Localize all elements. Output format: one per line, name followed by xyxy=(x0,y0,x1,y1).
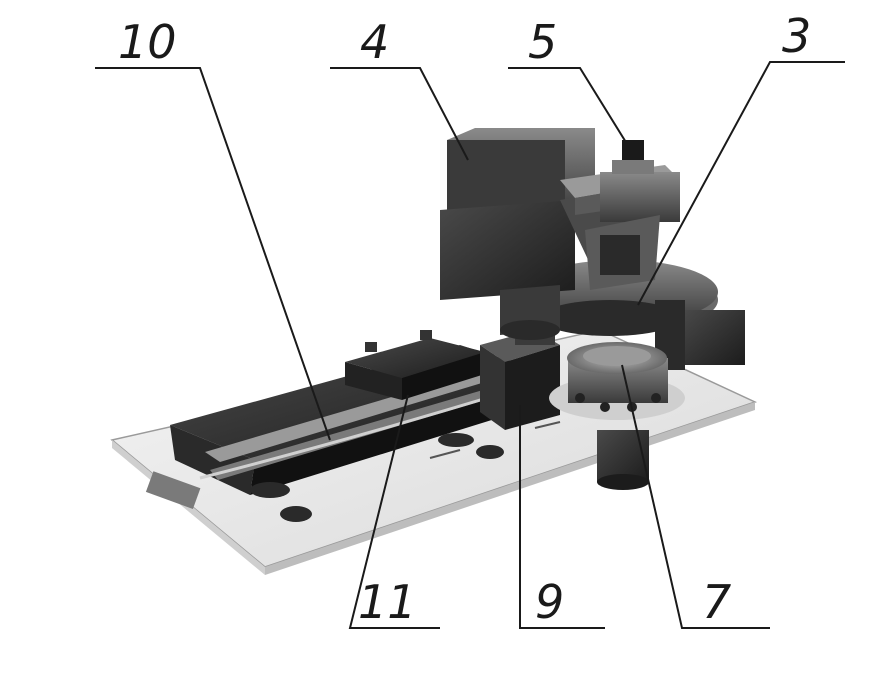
leader-line-5 xyxy=(508,67,633,153)
callout-5: 5 xyxy=(528,15,557,69)
leader-line-4 xyxy=(330,67,469,161)
callout-11: 11 xyxy=(358,575,417,629)
callout-9: 9 xyxy=(535,575,564,629)
leader-line-11 xyxy=(348,394,440,629)
leader-line-3 xyxy=(637,61,845,306)
leader-lines xyxy=(95,61,845,629)
callout-10: 10 xyxy=(118,15,177,69)
chuck xyxy=(549,342,685,420)
spindle-unit xyxy=(560,140,680,290)
callout-3: 3 xyxy=(782,9,811,63)
callout-labels: 10 4 5 3 11 9 7 xyxy=(118,9,811,629)
leader-line-9 xyxy=(519,405,605,629)
slide-carriage xyxy=(345,330,485,400)
leader-line-7 xyxy=(621,364,770,629)
callout-7: 7 xyxy=(702,575,731,629)
callout-4: 4 xyxy=(360,15,389,69)
leader-line-10 xyxy=(95,67,331,441)
lower-motor xyxy=(597,430,649,490)
